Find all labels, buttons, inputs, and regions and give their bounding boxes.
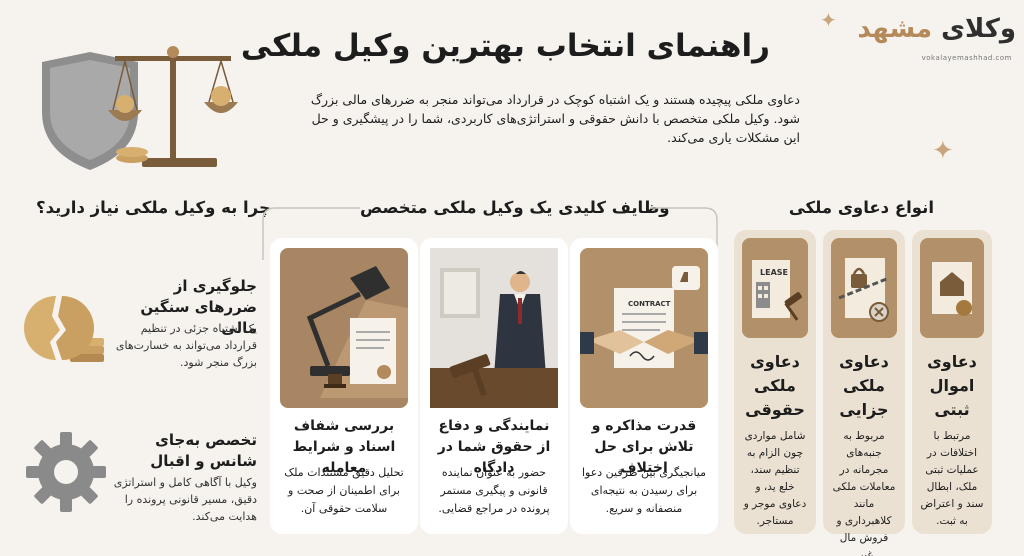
broken-coin-icon [20, 290, 106, 370]
page-title: راهنمای انتخاب بهترین وکیل ملکی [240, 28, 770, 64]
type-title: دعاوی ملکی حقوقی [745, 352, 805, 419]
duty-card-document-review: بررسی شفاف اسناد و شرایط معامله تحلیل دق… [270, 238, 418, 534]
why-title: جلوگیری از ضررهای سنگین مالی [140, 277, 257, 337]
type-card-criminal: دعاوی ملکی جزایی مربوط به جنبه‌های مجرما… [823, 230, 905, 556]
registered-property-icon [920, 238, 984, 338]
duties-heading: وظایف کلیدی یک وکیل ملکی متخصص [360, 198, 670, 217]
type-card-civil: LEASE دعاوی ملکی حقوقی شامل مواردی چون ا… [734, 230, 816, 534]
duty-card-negotiation: CONTRACT قدرت مذاکره و تلاش برای حل اختل… [570, 238, 718, 534]
contract-label: CONTRACT [628, 300, 671, 308]
duty-desc: حضور به عنوان نماینده قانونی و پیگیری مس… [438, 466, 550, 515]
why-heading: چرا به وکیل ملکی نیاز دارید؟ [36, 198, 271, 217]
intro-text: دعاوی ملکی پیچیده هستند و یک اشتباه کوچک… [310, 92, 800, 145]
why-title: تخصص به‌جای شانس و اقبال [150, 431, 257, 470]
type-desc: مربوط به جنبه‌های مجرمانه در معاملات ملک… [832, 430, 896, 556]
logo-word-main: وکلای [941, 14, 1016, 44]
type-title: دعاوی ملکی جزایی [839, 352, 889, 419]
duty-desc: تحلیل دقیق مستندات ملک برای اطمینان از ص… [284, 466, 404, 515]
duty-title: قدرت مذاکره و تلاش برای حل اختلاف [591, 418, 697, 476]
scales-of-justice-icon [20, 40, 250, 175]
handshake-contract-icon: CONTRACT [580, 248, 708, 408]
why-desc: یک اشتباه جزئی در تنظیم قرارداد می‌تواند… [115, 322, 257, 369]
gear-icon [24, 430, 108, 514]
lease-document-icon: LEASE [742, 238, 808, 338]
lawyer-gavel-icon [430, 248, 558, 408]
chain-lock-icon [831, 238, 897, 338]
sparkle-icon: ✦ [932, 136, 954, 166]
type-desc: مرتبط با اختلافات در عملیات ثبتی ملک، اب… [920, 430, 984, 527]
duty-desc: میانجیگری بین طرفین دعوا برای رسیدن به ن… [581, 466, 707, 515]
type-desc: شامل مواردی چون الزام به تنظیم سند، خلع … [743, 430, 807, 527]
lease-label: LEASE [760, 268, 788, 277]
type-title: دعاوی اموال ثبتی [927, 352, 977, 419]
type-card-registered: دعاوی اموال ثبتی مرتبط با اختلافات در عم… [912, 230, 992, 534]
logo-word-accent: مشهد [857, 14, 933, 44]
types-heading: انواع دعاوی ملکی [788, 198, 934, 217]
duty-card-representation: نمایندگی و دفاع از حقوق شما در دادگاه حض… [420, 238, 568, 534]
logo-url: vokalayemashhad.com [921, 54, 1012, 62]
desk-lamp-document-icon [280, 248, 408, 408]
sparkle-icon: ✦ [820, 8, 837, 32]
duty-title: بررسی شفاف اسناد و شرایط معامله [292, 418, 396, 476]
logo-wordmark: وکلای مشهد [857, 14, 1016, 44]
duty-title: نمایندگی و دفاع از حقوق شما در دادگاه [437, 418, 551, 476]
brand-logo: وکلای مشهد vokalayemashhad.com [857, 10, 1016, 70]
why-desc: وکیل با آگاهی کامل و استراتژی دقیق، مسیر… [113, 476, 257, 523]
flow-connector [262, 207, 718, 260]
